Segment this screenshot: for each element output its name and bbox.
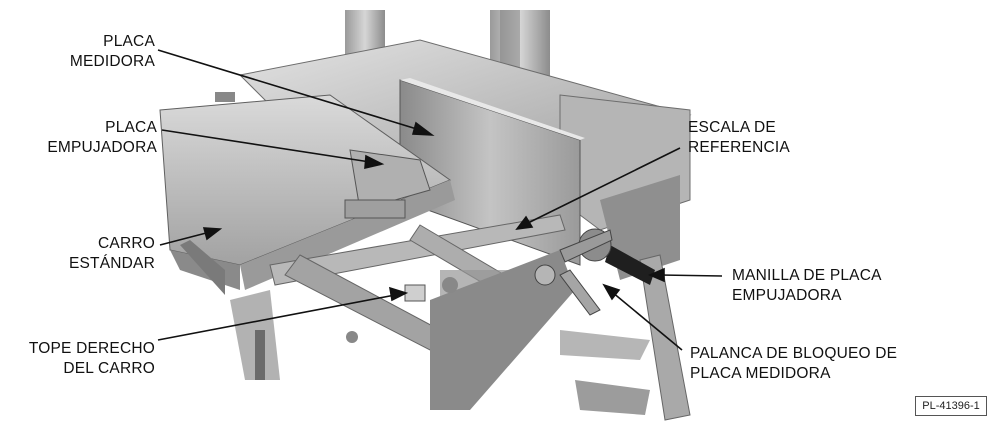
label-escala-referencia-line-1: ESCALA DE [688, 119, 776, 136]
label-escala-referencia: ESCALA DE REFERENCIA [688, 118, 848, 158]
label-placa-empujadora-line-1: PLACA [105, 119, 157, 136]
label-palanca-bloqueo-line-1: PALANCA DE BLOQUEO DE [690, 345, 898, 362]
figure-reference-code: PL-41396-1 [915, 396, 987, 416]
label-carro-estandar: CARRO ESTÁNDAR [40, 234, 155, 274]
arrow-palanca-bloqueo [602, 283, 621, 301]
arrow-placa-empujadora [364, 154, 385, 170]
label-carro-estandar-line-2: ESTÁNDAR [68, 255, 155, 272]
lower-body [230, 250, 575, 410]
leader-placa-medidora [157, 49, 421, 131]
label-manilla-placa-line-1: MANILLA DE PLACA [732, 267, 882, 284]
leader-tope-derecho [157, 294, 396, 341]
arrow-escala-referencia [515, 215, 534, 231]
label-palanca-bloqueo-line-2: PLACA MEDIDORA [690, 365, 831, 382]
label-manilla-placa: MANILLA DE PLACA EMPUJADORA [732, 266, 932, 306]
small-parts [215, 92, 458, 343]
label-tope-derecho-line-2: DEL CARRO [63, 360, 155, 377]
label-placa-medidora-line-2: MEDIDORA [69, 53, 155, 70]
label-placa-medidora: PLACA MEDIDORA [55, 32, 155, 72]
label-placa-empujadora-line-2: EMPUJADORA [47, 139, 157, 156]
label-palanca-bloqueo: PALANCA DE BLOQUEO DE PLACA MEDIDORA [690, 344, 930, 384]
arrow-tope-derecho [388, 286, 409, 302]
leader-placa-empujadora [161, 129, 371, 163]
leader-lines [157, 49, 723, 351]
arrow-carro-estandar [202, 227, 223, 241]
handle-lever [534, 228, 655, 316]
label-placa-medidora-line-1: PLACA [103, 33, 155, 50]
label-tope-derecho-line-1: TOPE DERECHO [28, 340, 155, 357]
leader-palanca-bloqueo [611, 291, 683, 351]
right-legs [560, 254, 691, 421]
label-placa-empujadora: PLACA EMPUJADORA [15, 118, 157, 158]
leader-escala-referencia [527, 147, 681, 224]
leader-manilla-placa [659, 274, 723, 277]
arrow-manilla-placa [647, 267, 665, 283]
arrow-placa-medidora [411, 121, 435, 136]
label-manilla-placa-line-2: EMPUJADORA [732, 287, 842, 304]
leader-carro-estandar [159, 231, 211, 246]
label-tope-derecho: TOPE DERECHO DEL CARRO [10, 339, 155, 379]
label-carro-estandar-line-1: CARRO [98, 235, 155, 252]
label-escala-referencia-line-2: REFERENCIA [688, 139, 790, 156]
